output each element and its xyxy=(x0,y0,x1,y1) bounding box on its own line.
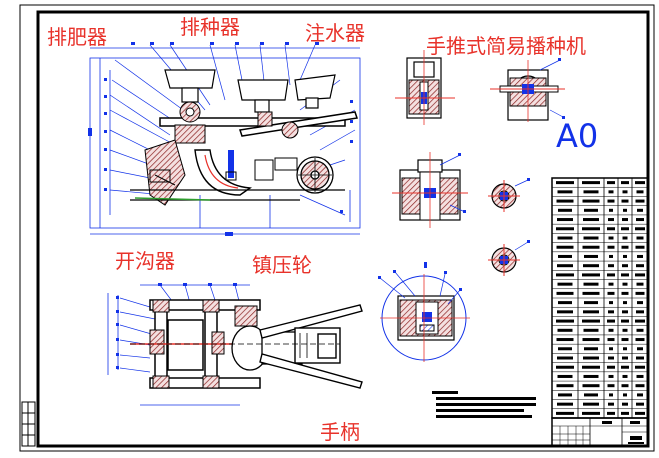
parts-list-rows xyxy=(552,181,648,415)
technical-notes xyxy=(432,391,536,418)
detail-view-circular-section xyxy=(378,262,470,362)
side-elevation-view xyxy=(88,42,361,236)
label-fertilizer-meter: 排肥器 xyxy=(47,25,107,49)
label-water-injector: 注水器 xyxy=(305,21,365,45)
detail-view-small-right-1 xyxy=(488,178,530,212)
title-block-fill xyxy=(602,421,644,444)
title-block xyxy=(551,417,649,447)
label-press-wheel: 镇压轮 xyxy=(252,253,312,277)
label-handle: 手柄 xyxy=(320,420,360,444)
plan-view xyxy=(107,283,363,406)
label-seed-meter: 排种器 xyxy=(180,15,240,39)
detail-view-top-right xyxy=(490,58,566,122)
label-furrow-opener: 开沟器 xyxy=(115,249,175,273)
detail-view-small-right-2 xyxy=(488,240,530,276)
drawing-title: 手推式简易播种机 xyxy=(426,34,586,58)
detail-view-mid-left xyxy=(392,152,468,228)
sheet-size-code: A0 xyxy=(556,117,599,155)
detail-view-top-left xyxy=(395,50,455,125)
